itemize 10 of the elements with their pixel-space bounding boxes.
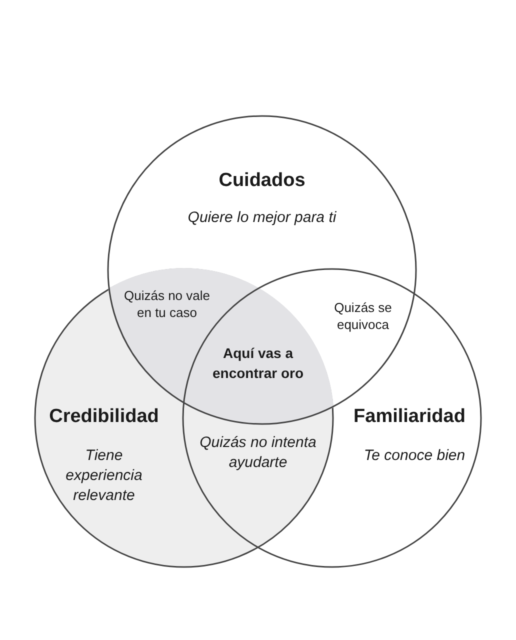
circle-subtitle: Te conoce bien bbox=[362, 446, 466, 466]
center-label: Aquí vas a encontrar oro bbox=[211, 344, 304, 383]
circle-subtitle: Quiere lo mejor para ti bbox=[186, 208, 338, 228]
circle-title: Familiaridad bbox=[352, 406, 466, 428]
region-label: Quizás no intenta ayudarte bbox=[198, 433, 318, 473]
circle-subtitle: Tiene experiencia relevante bbox=[64, 446, 144, 506]
region-label: Quizás no vale en tu caso bbox=[123, 287, 211, 321]
region-label: Quizás se equivoca bbox=[333, 299, 393, 333]
circle-title: Cuidados bbox=[218, 170, 306, 192]
circle-title: Credibilidad bbox=[48, 406, 160, 428]
